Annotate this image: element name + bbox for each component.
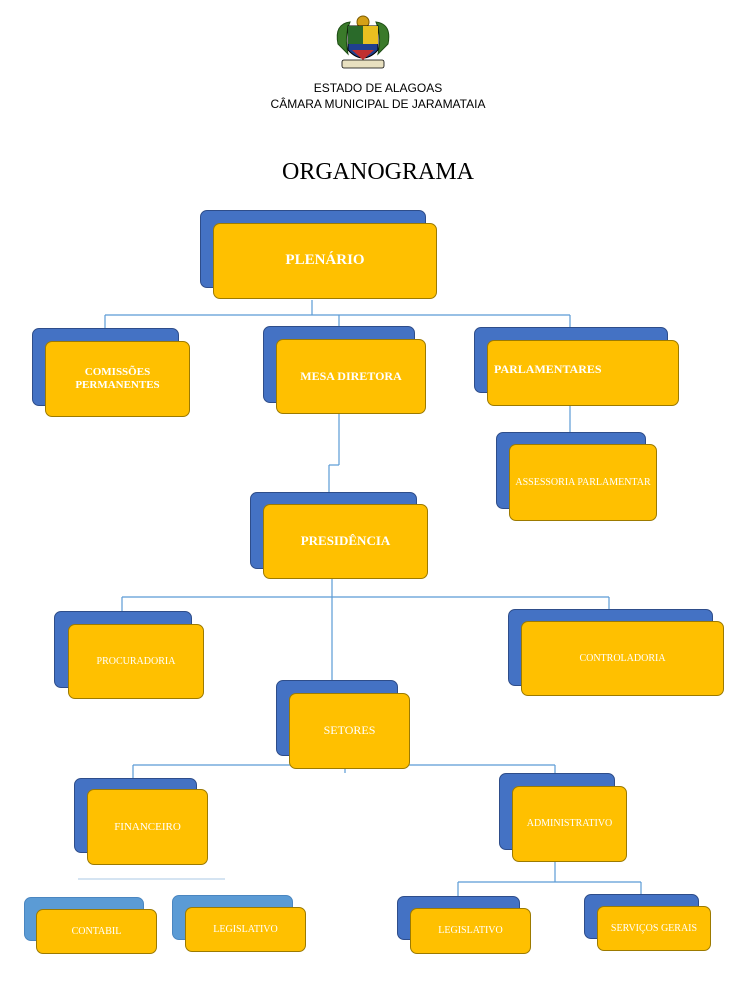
page-title: ORGANOGRAMA — [281, 159, 474, 185]
node-contabil-label: CONTABIL — [36, 909, 157, 954]
chamber-name: CÂMARA MUNICIPAL DE JARAMATAIA — [270, 97, 486, 111]
node-administrativo-label: ADMINISTRATIVO — [512, 786, 627, 862]
state-name: ESTADO DE ALAGOAS — [313, 81, 443, 95]
node-financeiro-label: FINANCEIRO — [87, 789, 208, 865]
node-legislativo-fin-label: LEGISLATIVO — [185, 907, 306, 952]
node-controladoria-label: CONTROLADORIA — [521, 621, 724, 696]
node-servicos-label: SERVIÇOS GERAIS — [597, 906, 711, 951]
node-presidencia-label: PRESIDÊNCIA — [263, 504, 428, 579]
node-legislativo-adm-label: LEGISLATIVO — [410, 908, 531, 954]
node-setores-label: SETORES — [289, 693, 410, 769]
node-plenario-label: PLENÁRIO — [213, 223, 437, 299]
node-assessoria-label: ASSESSORIA PARLAMENTAR — [509, 444, 657, 521]
node-procuradoria-label: PROCURADORIA — [68, 624, 204, 699]
node-comissoes-label: COMISSÕES PERMANENTES — [45, 341, 190, 417]
coat-of-arms-emblem — [336, 15, 390, 69]
node-mesa-label: MESA DIRETORA — [276, 339, 426, 414]
node-parlamentares-label: PARLAMENTARES — [487, 340, 679, 406]
